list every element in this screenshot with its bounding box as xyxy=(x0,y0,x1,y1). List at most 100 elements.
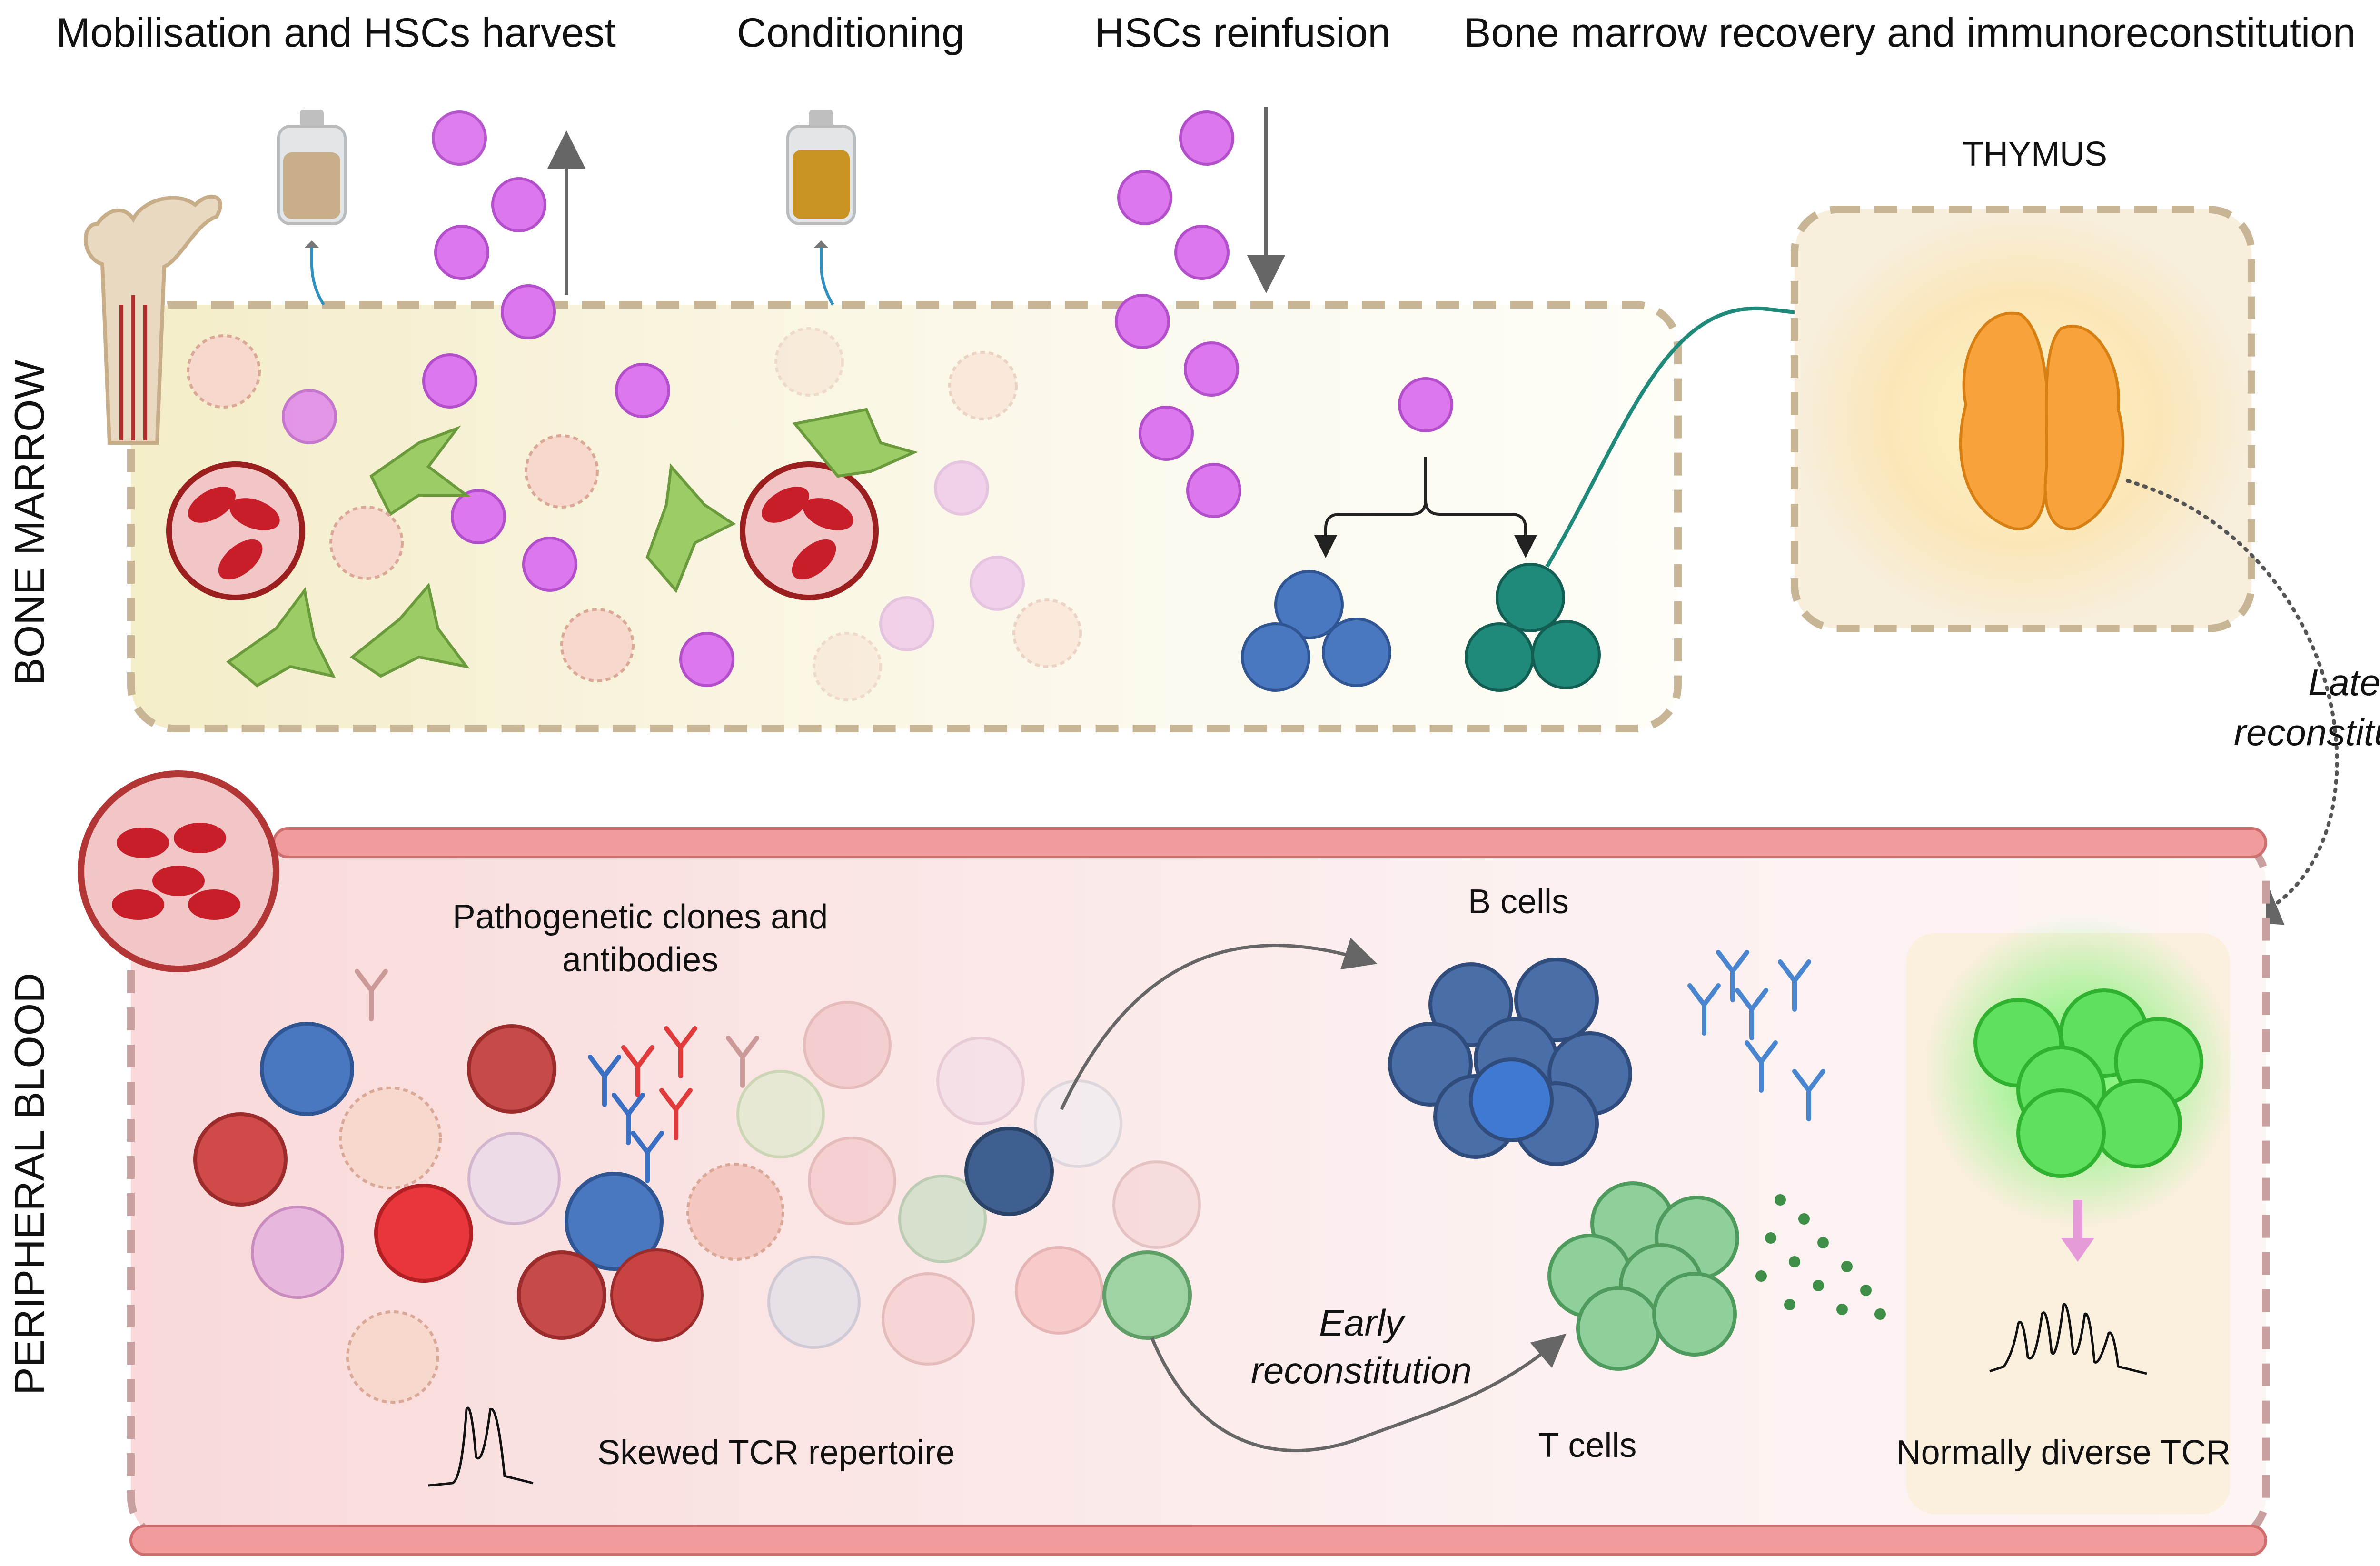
stromal-cells xyxy=(226,408,918,688)
hsc-cell xyxy=(432,110,487,166)
green-t-cell-cluster xyxy=(1973,988,2203,1178)
hsc-cell xyxy=(1117,170,1172,225)
hsc-cell xyxy=(1184,341,1239,397)
hsc-cell xyxy=(1179,110,1234,166)
macrophage-cells xyxy=(187,327,1082,701)
antibody-icon xyxy=(355,969,388,1021)
t-cell-cluster xyxy=(1547,1181,1739,1371)
step-mobilisation: Mobilisation and HSCs harvest xyxy=(56,10,616,56)
free-antibodies xyxy=(1687,950,1825,1121)
hsc-cell xyxy=(1115,294,1170,349)
early-label-line2: reconstitution xyxy=(1251,1349,1472,1391)
conditioning-bag-icon xyxy=(786,110,856,306)
hsc-cell xyxy=(491,177,546,232)
b-cell-arrow xyxy=(1060,938,1378,1110)
thymus-compartment xyxy=(1791,206,2255,632)
neutrophil xyxy=(251,1206,344,1299)
stromal-cell xyxy=(226,587,336,688)
antibody-icon xyxy=(612,1093,645,1145)
lineage-branch xyxy=(1314,457,1537,558)
neutrophil xyxy=(467,1132,561,1225)
femur-bone-icon xyxy=(83,194,222,445)
t-progenitor-cells xyxy=(1465,563,1601,692)
macrophage-cell xyxy=(948,351,1018,420)
antibody-icon xyxy=(1778,959,1811,1012)
pathogenetic-label-line1: Pathogenetic clones and xyxy=(453,898,828,936)
antibody-icon xyxy=(1735,988,1768,1040)
antibody-icon xyxy=(621,1045,654,1097)
b-cells-label: B cells xyxy=(1468,883,1569,921)
late-label-line1: Late xyxy=(2308,661,2380,703)
t-cells-label: T cells xyxy=(1538,1426,1637,1465)
pathogenic-cell-cluster xyxy=(193,1022,784,1404)
late-reconstitution-arrow xyxy=(2126,479,2339,925)
macrophage-cell xyxy=(525,434,599,509)
b-cell-cluster xyxy=(1388,958,1632,1166)
macrophage-cell xyxy=(813,632,882,701)
antibody-icon xyxy=(659,1088,693,1140)
hsc-cell xyxy=(934,460,989,516)
peripheral-blood-label: PERIPHERAL BLOOD xyxy=(6,973,53,1395)
skewed-tcr-curve xyxy=(428,1406,534,1487)
macrophage-cell xyxy=(686,1163,784,1261)
antibody-icon xyxy=(1687,983,1721,1036)
hsc-cell xyxy=(1398,377,1453,432)
b-progenitor-cells xyxy=(1241,570,1391,692)
antibody-icon xyxy=(1745,1040,1778,1093)
hsc-cell xyxy=(615,363,670,418)
thymus-label: THYMUS xyxy=(1963,135,2107,173)
macrophage-cell xyxy=(339,1087,442,1189)
stromal-cell xyxy=(645,463,736,593)
hsc-cell xyxy=(422,353,477,409)
macrophage-cell xyxy=(1012,598,1082,668)
antibody-icon xyxy=(726,1036,759,1088)
stromal-cell xyxy=(349,582,470,678)
step-conditioning: Conditioning xyxy=(737,10,964,56)
step-recovery: Bone marrow recovery and immunoreconstit… xyxy=(1464,10,2356,56)
hsc-cells xyxy=(282,110,1453,687)
macrophage-cell xyxy=(187,334,261,409)
macrophage-cell xyxy=(346,1310,439,1404)
stromal-cell xyxy=(792,408,918,478)
antibody-icon xyxy=(631,1131,664,1183)
macrophage-cell xyxy=(774,327,844,397)
antibody-icon xyxy=(1716,950,1749,1002)
b-cell xyxy=(260,1022,354,1116)
antibody-icon xyxy=(664,1026,697,1078)
macrophage-cell xyxy=(560,608,635,682)
antibodies xyxy=(355,969,759,1183)
stromal-cell xyxy=(369,425,471,517)
vessel-wall-bottom xyxy=(129,1525,2267,1556)
cytokine-dots xyxy=(1755,1194,1886,1320)
peripheral-blood-compartment xyxy=(127,827,2270,1556)
pathogenetic-label-line2: antibodies xyxy=(562,941,718,979)
hsc-cell xyxy=(1139,406,1194,461)
hsc-cell xyxy=(1174,225,1230,280)
thymus-icon xyxy=(1959,311,2124,530)
macrophage-cell xyxy=(329,506,404,580)
t-cell xyxy=(517,1250,606,1340)
b-cell xyxy=(565,1172,664,1271)
step-reinfusion: HSCs reinfusion xyxy=(1095,10,1390,56)
hsc-cell xyxy=(522,537,577,592)
hsc-cell xyxy=(879,596,934,651)
t-cell xyxy=(193,1112,288,1207)
hsc-cell xyxy=(679,632,734,687)
diverse-tcr-panel xyxy=(1906,914,2237,1514)
harvest-bag-icon xyxy=(277,110,347,306)
hsc-cell xyxy=(434,225,489,280)
blood-vessel-icon xyxy=(78,770,279,972)
diverse-tcr-label: Normally diverse TCR xyxy=(1896,1434,2231,1472)
hsc-cell xyxy=(970,556,1025,611)
b-cell xyxy=(964,1127,1054,1216)
t-cell xyxy=(467,1024,556,1114)
late-label-line2: reconstitution xyxy=(2234,711,2380,753)
hsc-cell xyxy=(501,284,556,339)
neutrophil xyxy=(610,1248,704,1342)
early-reconstitution-arrow xyxy=(1150,1333,1567,1453)
faded-cells xyxy=(736,1001,1201,1366)
antibody-icon xyxy=(588,1055,621,1107)
t-cell xyxy=(1102,1250,1192,1340)
skewed-tcr-label: Skewed TCR repertoire xyxy=(597,1434,955,1472)
